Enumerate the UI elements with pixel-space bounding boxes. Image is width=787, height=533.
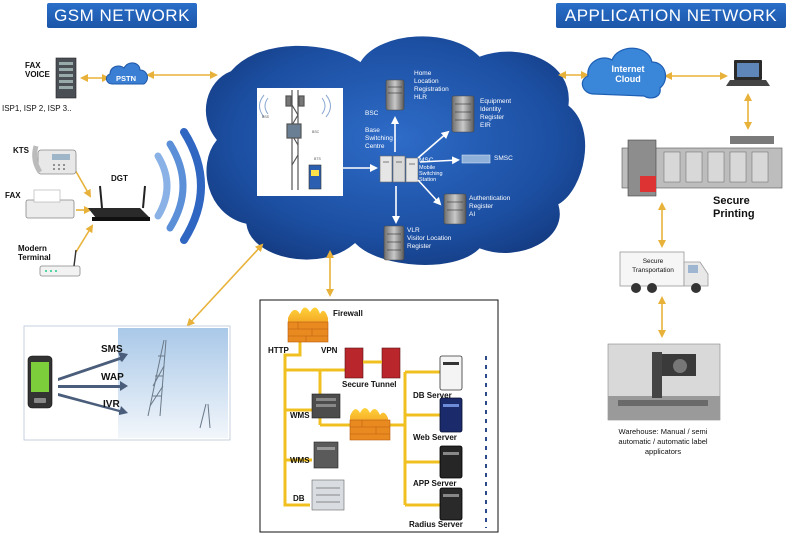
auth-desc-1: Authentication	[469, 195, 511, 202]
ivr-label: IVR	[103, 399, 120, 410]
transport-truck-icon	[619, 251, 709, 293]
bsc-server-icon	[385, 79, 405, 111]
hlr-desc-2: Location	[414, 78, 439, 85]
signal-waves-icon	[259, 94, 331, 118]
fax-device-label: FAX	[5, 191, 21, 200]
isp-label: ISP1, ISP 2, ISP 3..	[2, 104, 72, 113]
radius-server-label: Radius Server	[409, 520, 463, 529]
wms-label-2: WMS	[290, 456, 310, 465]
fax-machine-icon	[25, 189, 75, 219]
fax-voice-rack-icon	[55, 57, 77, 99]
fax-label: FAX	[25, 61, 41, 70]
web-server-label: Web Server	[413, 433, 457, 442]
sms-label: SMS	[101, 344, 123, 355]
wap-label: WAP	[101, 372, 124, 383]
vpn-label: VPN	[321, 346, 338, 355]
warehouse-label-1: Warehouse: Manual / semi	[618, 427, 708, 436]
warehouse-label-3: applicators	[644, 447, 682, 456]
msc-label: MSC	[419, 157, 434, 164]
bsc-desc-1: Base	[365, 127, 380, 134]
pstn-label: PSTN	[116, 74, 137, 83]
label-applicator-photo	[607, 343, 721, 421]
hlr-desc-3: Registration	[414, 86, 449, 93]
bsc-desc-2: Switching	[365, 135, 393, 142]
transport-label-1: Secure	[642, 258, 664, 265]
hlr-desc-4: HLR	[414, 94, 428, 101]
secure-tunnel-icon	[344, 347, 401, 379]
vlr-desc-2: Visitor Location	[407, 235, 452, 242]
eir-desc-4: EIR	[480, 122, 491, 129]
http-label: HTTP	[268, 346, 289, 355]
mobile-phone-icon	[27, 355, 53, 409]
transport-label-2: Transportation	[632, 267, 674, 274]
auth-server-icon	[443, 193, 467, 225]
bts-cabinet-icon	[308, 164, 322, 190]
secure-tunnel-label: Secure Tunnel	[342, 380, 397, 389]
bsc-desc-3: Centre	[365, 143, 385, 150]
sky-background	[118, 328, 228, 438]
db-storage-icon	[311, 479, 345, 511]
tower-tiny-label-2: BSC	[312, 130, 320, 134]
msc-desc-1: Mobile	[419, 165, 436, 171]
msc-desc-3: Station	[419, 177, 437, 183]
printing-label: Printing	[713, 208, 755, 220]
db-server-icon	[439, 355, 463, 391]
hlr-desc-1: Home	[414, 70, 432, 77]
hlr-server-icon	[451, 95, 475, 133]
modern-terminal-icon	[39, 249, 81, 277]
firewall-icon	[287, 307, 329, 343]
smsc-label: SMSC	[494, 155, 513, 162]
bsc-label: BSC	[365, 110, 379, 117]
server-bus-lines	[283, 340, 440, 507]
tower-tiny-label-3: BTS	[314, 157, 321, 161]
application-network-header: APPLICATION NETWORK	[556, 3, 786, 28]
pstn-cloud-icon	[105, 62, 148, 85]
core-links	[343, 116, 460, 224]
internet-cloud-icon	[581, 47, 667, 99]
web-server-icon	[439, 397, 463, 433]
gsm-network-header: GSM NETWORK	[47, 3, 197, 28]
msc-switch-icon	[379, 155, 419, 183]
wms-server-icon-2	[313, 441, 339, 469]
firewall-label: Firewall	[333, 309, 363, 318]
auth-desc-3: AI	[469, 211, 476, 218]
auth-desc-2: Register	[469, 203, 494, 210]
smsc-device-icon	[461, 154, 491, 164]
dgt-label: DGT	[111, 174, 128, 183]
modern-label: Modern	[18, 244, 47, 253]
vlr-desc-1: VLR	[407, 227, 420, 234]
voice-label: VOICE	[25, 70, 50, 79]
db-label: DB	[293, 494, 305, 503]
app-server-label: APP Server	[413, 479, 457, 488]
kts-label: KTS	[13, 146, 29, 155]
secure-label: Secure	[713, 195, 750, 207]
secure-printing-press-icon	[621, 136, 783, 197]
antenna-tower-icon	[147, 339, 211, 429]
vlr-desc-3: Register	[407, 243, 432, 250]
terminal-label: Terminal	[18, 253, 51, 262]
mobile-arrows	[58, 352, 128, 415]
msc-desc-2: Switching	[419, 171, 443, 177]
wms-label-1: WMS	[290, 411, 310, 420]
tower-tiny-label-1: BSS	[262, 115, 270, 119]
cloud-label: Cloud	[615, 74, 641, 84]
dgt-router-icon	[88, 185, 150, 221]
wms-server-icon-1	[311, 393, 341, 419]
firewall-icon-2	[349, 408, 391, 441]
app-server-icon	[439, 445, 463, 479]
eir-desc-2: Identity	[480, 106, 501, 113]
laptop-icon	[726, 60, 770, 86]
db-server-label: DB Server	[413, 391, 452, 400]
network-links	[73, 71, 752, 338]
eir-desc-1: Equipment	[480, 98, 512, 105]
vlr-server-icon	[383, 225, 405, 261]
gsm-tower-icon	[285, 90, 305, 190]
wireless-signal-icon	[154, 128, 205, 244]
kts-phone-icon	[32, 145, 77, 175]
eir-desc-3: Register	[480, 114, 505, 121]
radius-server-icon	[439, 487, 463, 521]
internet-label: Internet	[611, 64, 645, 74]
warehouse-label-2: automatic / automatic label	[618, 437, 708, 446]
